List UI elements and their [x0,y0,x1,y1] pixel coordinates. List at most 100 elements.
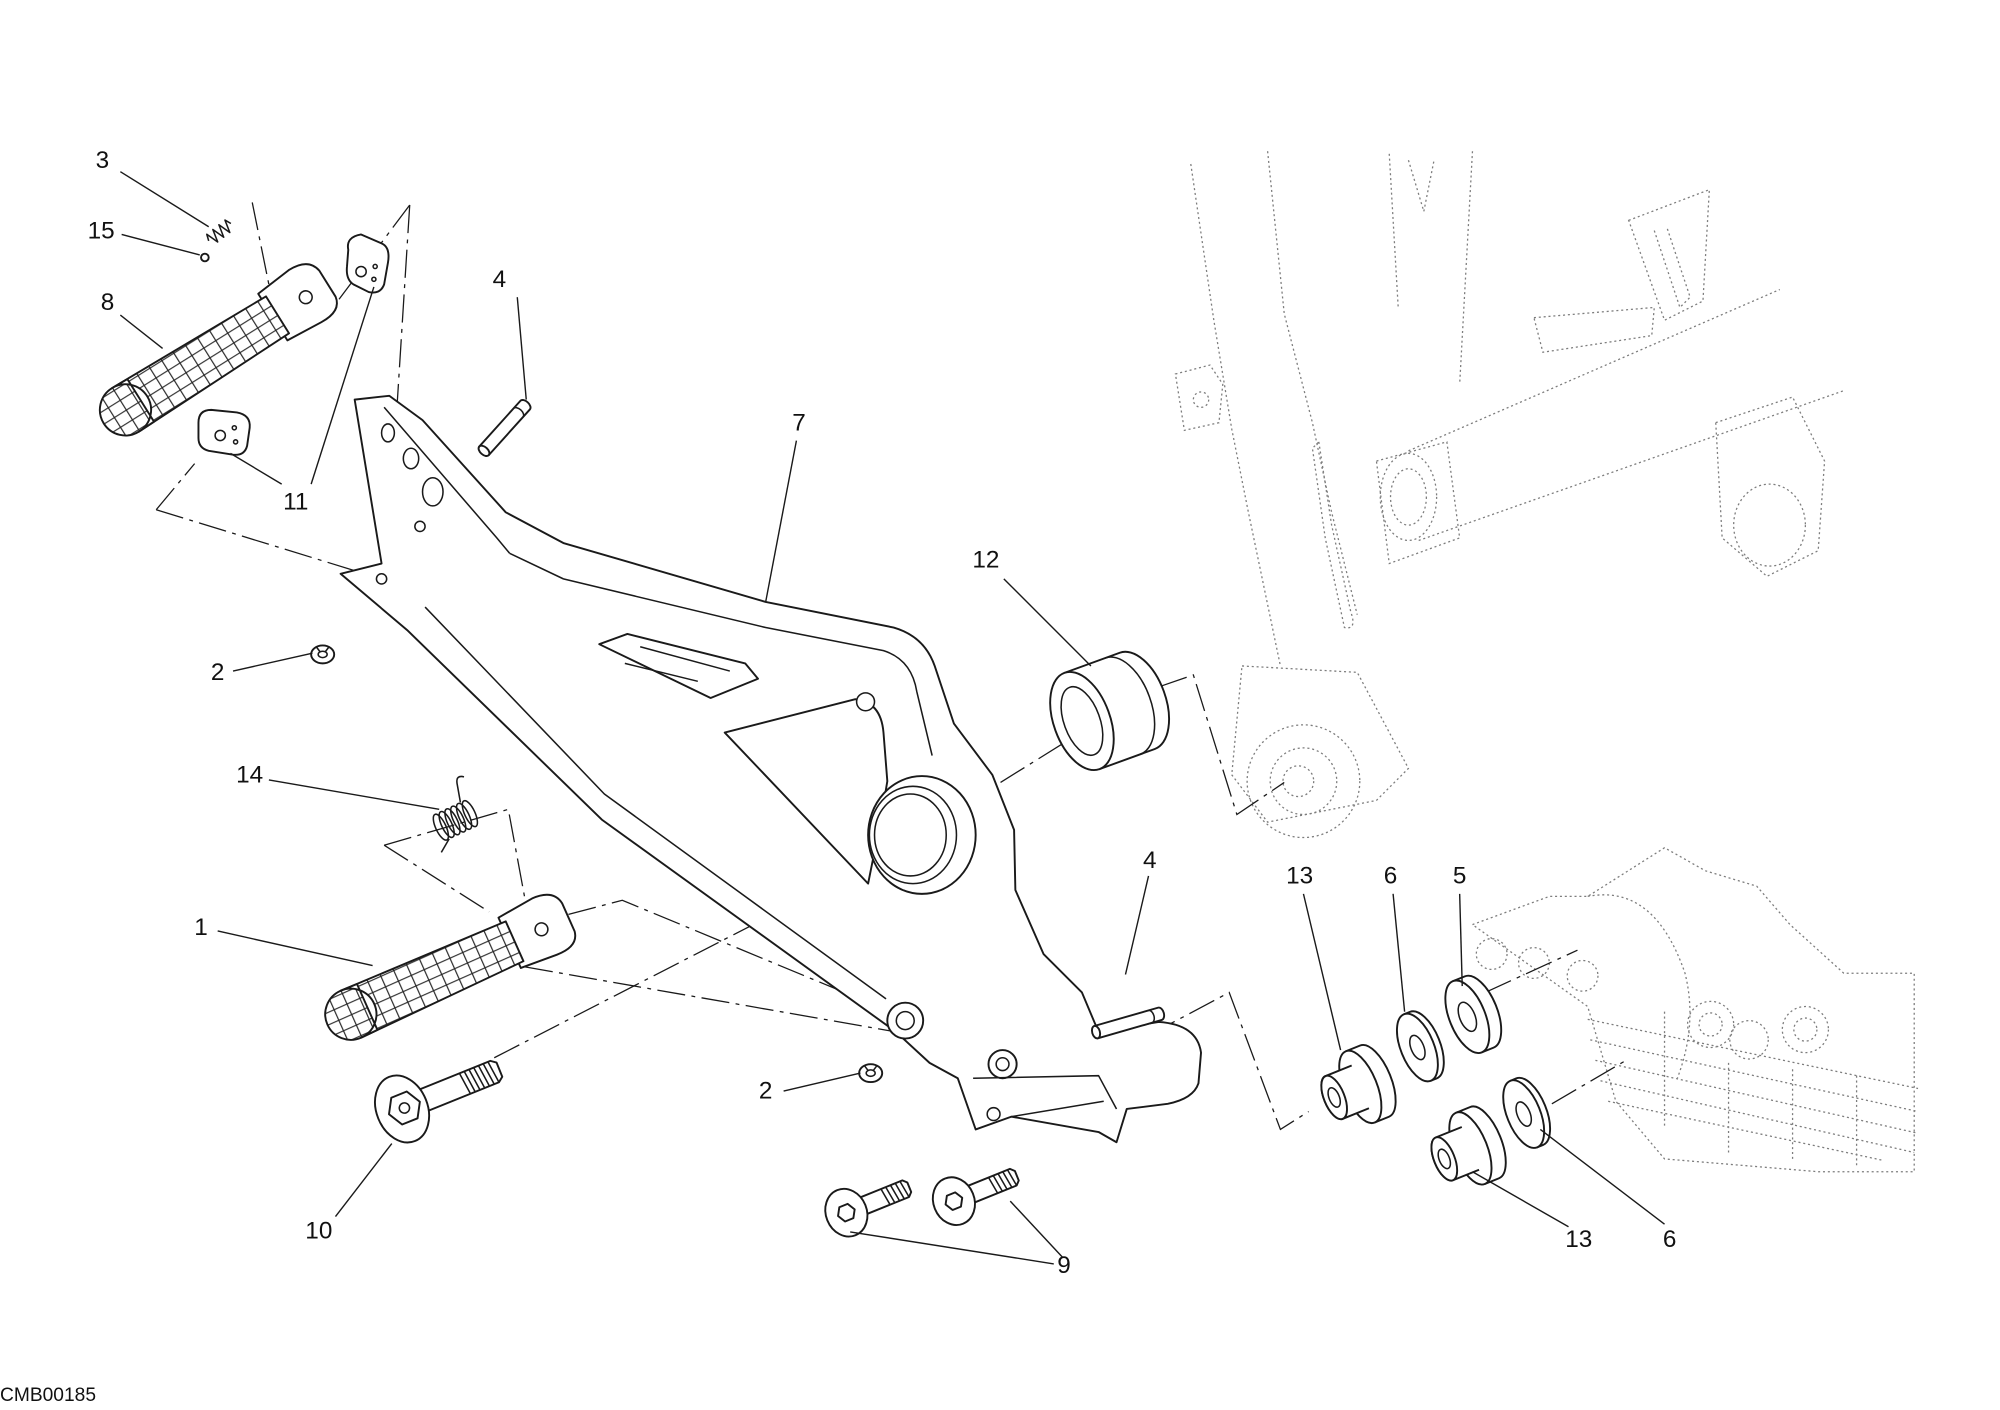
axis-spring-lower-b [383,844,490,913]
frame-pivot-bore [1733,483,1807,567]
pad-upper-hole [355,265,367,278]
pin-upper-body [478,399,532,457]
swingarm-pivot-bore [1282,765,1315,798]
leader-13-lower [1472,1171,1569,1228]
pin-upper-groove [512,406,525,418]
pivot-bushing-bore [1060,685,1104,757]
bracket-foot-hole [986,1106,1001,1122]
callout-15: 15 [88,217,115,244]
axis-lower-mount [1149,991,1309,1131]
callout-14: 14 [236,761,263,788]
leader-lines [119,171,1665,1265]
callout-7: 7 [792,409,806,436]
callout-12: 12 [972,546,999,573]
engine-fins [1587,1011,1919,1166]
callout-9: 9 [1057,1252,1071,1279]
spring-coil-1 [432,813,450,841]
footpeg-upper-pivot-hole [298,290,313,305]
leader-2-upper [232,652,313,672]
leader-13-upper [1302,893,1342,1051]
engine-boss-4-inner [1698,1012,1723,1037]
bracket-hole-4 [414,520,426,533]
leader-6-upper [1392,893,1406,1012]
pin-lower [1090,1006,1166,1040]
pad-upper-plate [345,233,390,294]
leader-2-lower [783,1072,861,1092]
footpeg-lower [324,893,577,1041]
bracket-lower-rim [424,606,887,1000]
leader-15 [121,233,200,256]
callout-13-upper: 13 [1286,863,1313,890]
axis-footpeg-lower-pin [524,966,942,1041]
bracket-pocket-detail [624,645,731,683]
axis-pad-lower [155,463,196,511]
detent-spring [206,219,232,243]
frame-tab-hole [1192,391,1210,408]
washer-thick-hole [1457,1001,1478,1033]
axis-footpeg-lower-to-bracket [568,899,938,1032]
bracket-pivot-bore [873,793,947,877]
pin-lower-end [1090,1024,1102,1040]
frame-tab [1174,364,1224,432]
leader-11-a [230,452,283,485]
pin-upper-end [477,444,491,457]
frame-strut-left [1190,163,1282,667]
bracket-hole-2 [402,447,420,470]
spacer-upper [1320,1044,1397,1125]
bracket-heel-guard-edge [973,1074,1118,1118]
assembly-axes [155,202,1627,1131]
spring-coil-5 [455,802,473,831]
pin-lower-groove [1148,1009,1156,1024]
axis-washer-6-lower [1551,1059,1627,1105]
pivot-bushing [1049,650,1170,772]
mount-bolt-1 [824,1179,913,1238]
engine-boss-6 [1781,1005,1830,1054]
spring-coil-2 [438,810,455,839]
swingarm-pivot-boss [1246,724,1361,839]
pad-upper-dot-1 [372,263,378,270]
axis-spring-lower-a [383,808,526,900]
mount-bolt-2-hex-socket [944,1191,964,1211]
callout-4-lower: 4 [1143,847,1157,874]
frame-pivot-plate [1715,396,1826,578]
spacer-upper-bore [1327,1086,1342,1108]
spring-hook-upper [456,775,465,803]
bracket-lower-boss-hole [895,1010,915,1031]
callout-3: 3 [96,147,110,174]
engine-boss-1 [1475,938,1508,971]
engine-background [1471,847,1919,1173]
frame-strut-left-edge [1266,151,1358,615]
spacer-lower [1430,1105,1507,1186]
footpeg-return-spring [432,775,479,853]
pivot-bolt-center [398,1102,411,1114]
bracket-pin-hole [995,1056,1010,1072]
callout-2-upper: 2 [211,659,225,686]
footpeg-upper [98,263,338,437]
pivot-bolt-thread [458,1061,500,1095]
engine-boss-2 [1517,946,1550,980]
leader-1 [217,930,373,967]
washer-thin-lower [1502,1076,1552,1149]
axis-bushing-12-b [1159,674,1285,816]
bracket-small-hole [855,692,876,712]
axis-bushing-12-a [924,725,1092,831]
spring-coil-6 [461,799,479,828]
bracket-inner-rim [509,552,933,756]
axis-footpeg-upper-to-bracket [156,509,382,580]
mount-bolt-1-thread [880,1180,910,1206]
callout-1: 1 [194,914,208,941]
footpeg-upper-tip [110,378,155,433]
spring-coil-4 [449,805,467,833]
callout-2-lower: 2 [759,1078,773,1105]
frame-strut-right [1627,188,1711,322]
pivot-bolt [374,1059,504,1144]
engine-boss-4 [1686,1000,1735,1049]
engine-boss-6-inner [1793,1017,1818,1042]
leader-12 [1003,578,1092,667]
leader-10 [334,1143,393,1217]
washer-thin-upper [1395,1010,1445,1083]
footpeg-lower-rubber [324,920,525,1041]
washer-thin-lower-hole [1515,1101,1533,1127]
mount-bolt-2-thread [987,1169,1018,1194]
